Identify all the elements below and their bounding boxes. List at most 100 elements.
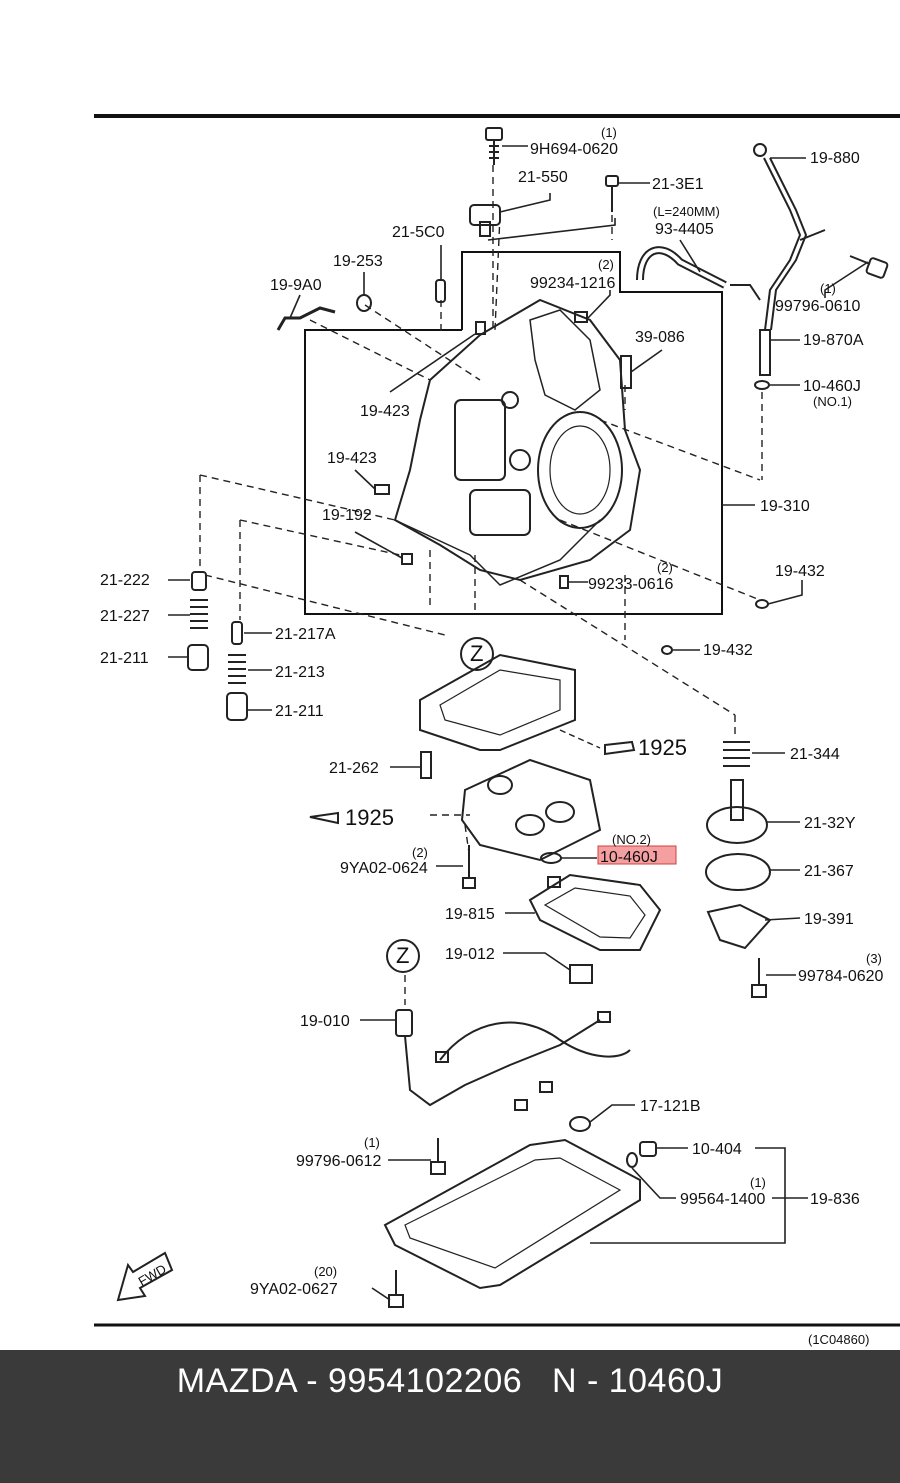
svg-text:(1): (1) (750, 1175, 766, 1190)
sensor-19-012 (569, 964, 593, 984)
callout-labels: (1) 9H694-0620 21-550 21-3E1 19-880 (L=2… (100, 125, 884, 1347)
pin-99233-0616 (559, 575, 569, 589)
grommet-17-121b (569, 1116, 591, 1132)
label-19-253: 19-253 (333, 253, 383, 270)
spring-21-344 (723, 741, 750, 767)
label-21-262: 21-262 (329, 760, 379, 777)
solid-leaders (168, 145, 869, 1301)
dipstick-tube (730, 143, 826, 376)
label-19-870a: 19-870A (803, 332, 864, 349)
label-hose-length: (L=240MM) (653, 204, 720, 219)
sensor-21-550 (469, 204, 501, 237)
svg-text:(2): (2) (412, 845, 428, 860)
label-10-404: 10-404 (692, 1141, 742, 1158)
wiring-harness-19-010 (395, 1009, 631, 1111)
label-99796-0612: 99796-0612 (296, 1153, 382, 1170)
label-10-460j-no2: 10-460J (600, 849, 658, 866)
label-99564-1400: 99564-1400 (680, 1191, 766, 1208)
pin-99234-1216 (574, 311, 588, 323)
bolt-99796-0612 (430, 1138, 446, 1175)
parts-diagram: FWD Z Z 1925 1925 (94, 114, 900, 1347)
oil-pan-19-836 (383, 1138, 641, 1290)
svg-text:Z: Z (470, 641, 483, 666)
plug-19-253 (356, 294, 372, 312)
part-caption: MAZDA - 9954102206 N - 10460J (176, 1362, 724, 1400)
label-19-423-a: 19-423 (360, 403, 410, 420)
separator-plate (419, 653, 576, 751)
label-19-836: 19-836 (810, 1191, 860, 1208)
pin-21-5c0 (435, 279, 446, 303)
label-19-815: 19-815 (445, 906, 495, 923)
part-21-262 (420, 751, 432, 779)
oring-21-367 (705, 853, 771, 891)
label-19-432-b: 19-432 (703, 642, 753, 659)
label-9h694-0620: 9H694-0620 (530, 141, 618, 158)
piston-21-32y (706, 779, 768, 844)
plug-19-423-b (374, 484, 390, 495)
label-99233-0616: 99233-0616 (588, 576, 674, 593)
label-19-423-b: 19-423 (327, 450, 377, 467)
zone-marker-z-upper: Z (460, 637, 494, 671)
zone-marker-z-lower: Z (386, 939, 420, 973)
bolt-99784-0620 (751, 958, 767, 998)
label-21-3e1: 21-3E1 (652, 176, 704, 193)
label-21-32y: 21-32Y (804, 815, 856, 832)
plug-19-192 (401, 553, 413, 565)
plug-19-423-a (475, 321, 486, 335)
svg-text:(2): (2) (657, 560, 673, 575)
ref-arrow-1925-left: 1925 (309, 805, 394, 830)
svg-text:(1): (1) (364, 1135, 380, 1150)
label-21-227: 21-227 (100, 608, 150, 625)
svg-text:(NO.2): (NO.2) (612, 832, 651, 847)
drawing-code: (1C04860) (808, 1332, 869, 1347)
plug-10-404 (639, 1141, 657, 1157)
highlight-10-460j (597, 845, 677, 865)
label-9ya02-0627: 9YA02-0627 (250, 1281, 338, 1298)
svg-text:(20): (20) (314, 1264, 337, 1279)
svg-text:(3): (3) (866, 951, 882, 966)
bolt-9ya02-0624 (462, 845, 476, 889)
label-21-213: 21-213 (275, 664, 325, 681)
svg-text:1925: 1925 (345, 805, 394, 830)
label-17-121b: 17-121B (640, 1098, 701, 1115)
svg-text:1925: 1925 (638, 735, 687, 760)
label-21-5c0: 21-5C0 (392, 224, 445, 241)
case-group-box (304, 251, 723, 615)
oring-19-432-b (661, 645, 673, 655)
label-19-391: 19-391 (804, 911, 854, 928)
bolt-9h694-0620 (485, 127, 503, 165)
filter-19-815 (528, 873, 662, 951)
bolt-99796-0610 (849, 255, 889, 279)
svg-text:(1): (1) (820, 281, 836, 296)
cover-19-391 (706, 903, 772, 950)
bolt-9ya02-0627 (388, 1270, 404, 1308)
label-21-367: 21-367 (804, 863, 854, 880)
control-valve-body (460, 758, 602, 862)
label-21-222: 21-222 (100, 572, 150, 589)
svg-text:(NO.1): (NO.1) (813, 394, 852, 409)
label-10-460j-no1: 10-460J (803, 378, 861, 395)
dashed-leaders (199, 165, 763, 1005)
label-21-550: 21-550 (518, 169, 568, 186)
label-21-211-b: 21-211 (275, 703, 324, 720)
label-19-880: 19-880 (810, 150, 860, 167)
pipe-19-9a0 (276, 306, 336, 331)
part-caption-bar: MAZDA - 9954102206 N - 10460J (0, 1350, 900, 1483)
label-19-012: 19-012 (445, 946, 495, 963)
spring-stack-left (187, 571, 248, 721)
svg-text:(2): (2) (598, 257, 614, 272)
svg-text:Z: Z (396, 943, 409, 968)
label-99234-1216: 99234-1216 (530, 275, 616, 292)
label-19-432-a: 19-432 (775, 563, 825, 580)
svg-text:(1): (1) (601, 125, 617, 140)
label-21-211-a: 21-211 (100, 650, 149, 667)
label-9ya02-0624: 9YA02-0624 (340, 860, 428, 877)
fwd-arrow-icon: FWD (116, 1251, 174, 1302)
bolt-21-3e1 (605, 175, 619, 212)
label-99796-0610: 99796-0610 (775, 298, 861, 315)
label-19-192: 19-192 (322, 507, 372, 524)
label-39-086: 39-086 (635, 329, 685, 346)
label-19-9a0: 19-9A0 (270, 277, 322, 294)
oring-19-432-a (755, 599, 769, 609)
washer-99564-1400 (626, 1152, 638, 1168)
